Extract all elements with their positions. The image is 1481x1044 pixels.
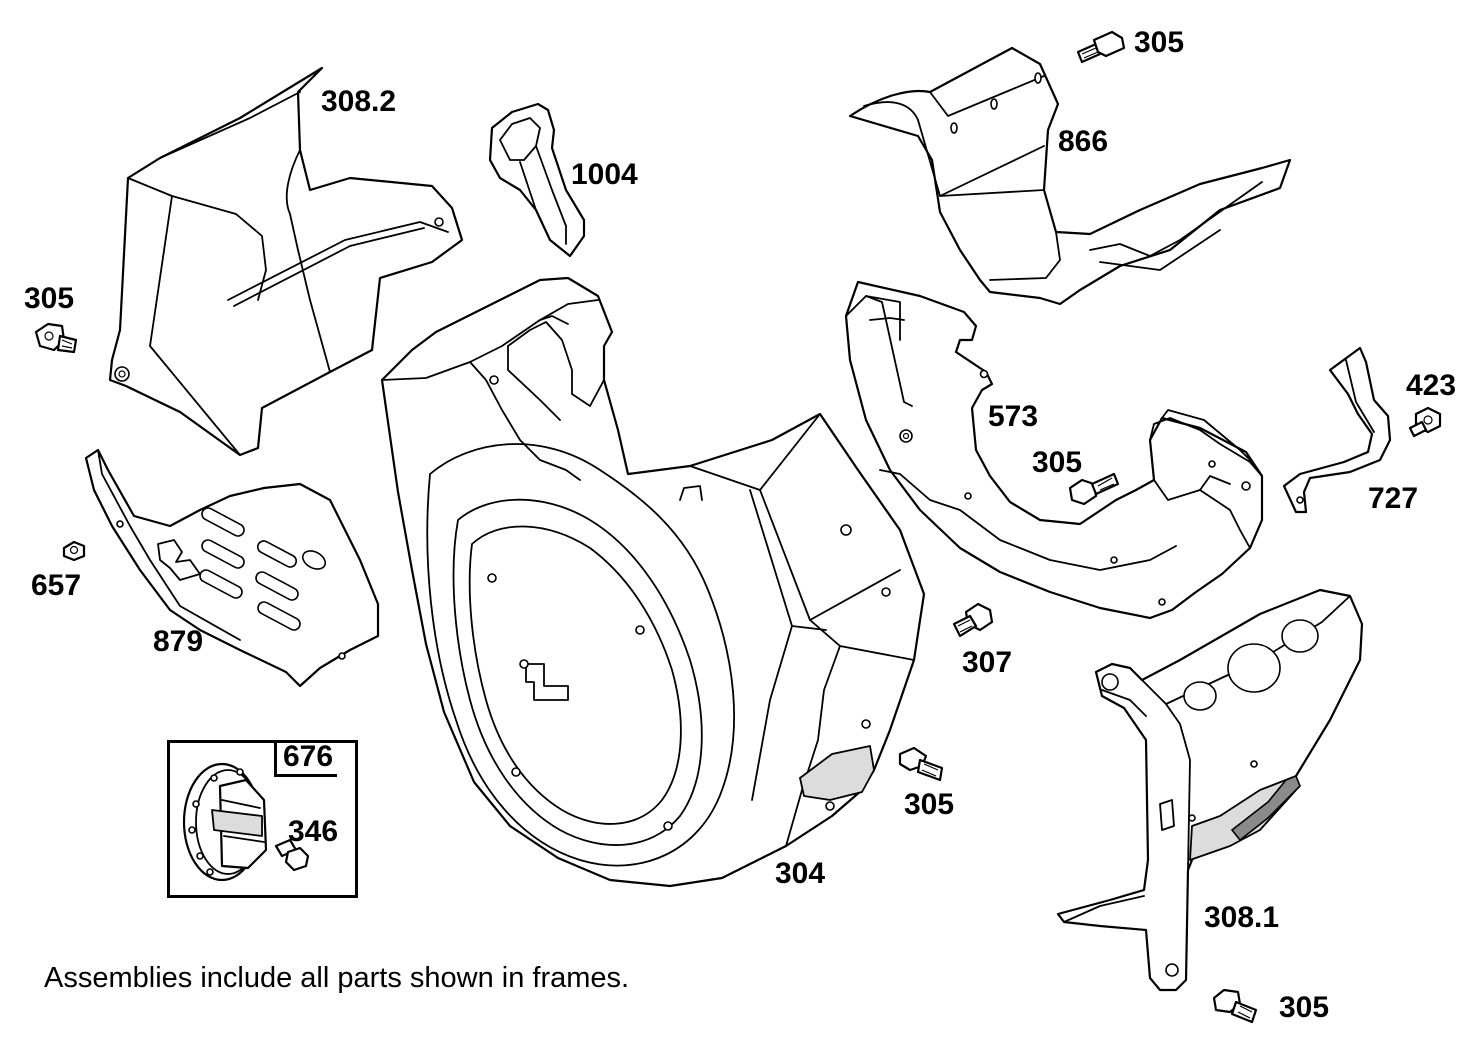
callout-866: 866 xyxy=(1058,125,1109,158)
callout-346: 346 xyxy=(288,815,339,848)
callout-305-center: 305 xyxy=(1032,446,1083,479)
part-866-shield xyxy=(848,46,1292,306)
callout-1004: 1004 xyxy=(571,158,638,191)
callout-305-bottom: 305 xyxy=(1279,991,1330,1024)
bolt-307 xyxy=(952,602,994,638)
callout-676: 676 xyxy=(274,740,338,777)
bolt-305-top xyxy=(1076,30,1126,64)
part-346-cap xyxy=(182,762,268,882)
bolt-346 xyxy=(274,838,310,872)
bolt-423 xyxy=(1408,406,1442,438)
callout-304: 304 xyxy=(775,857,826,890)
callout-305-lower-middle: 305 xyxy=(904,788,955,821)
callout-305-left: 305 xyxy=(24,282,75,315)
callout-727: 727 xyxy=(1368,482,1419,515)
bolt-305-center xyxy=(1068,472,1120,506)
part-727-bracket xyxy=(1282,346,1392,514)
callout-307: 307 xyxy=(962,646,1013,679)
part-879-plate xyxy=(84,448,380,688)
callout-308-2: 308.2 xyxy=(321,85,397,118)
part-1004-duct xyxy=(488,102,586,258)
callout-879: 879 xyxy=(153,625,204,658)
part-304-blower-housing xyxy=(380,276,926,888)
assembly-note: Assemblies include all parts shown in fr… xyxy=(44,962,630,994)
bolt-305-lower-middle xyxy=(898,746,944,782)
bolt-305-left xyxy=(34,322,78,354)
callout-657: 657 xyxy=(31,569,82,602)
callout-305-top: 305 xyxy=(1134,26,1185,59)
callout-423: 423 xyxy=(1406,369,1457,402)
bolt-305-bottom xyxy=(1212,988,1258,1024)
assembly-frame xyxy=(167,740,358,898)
callout-573: 573 xyxy=(988,400,1039,433)
bolt-657 xyxy=(62,540,86,562)
part-308-2-shroud xyxy=(108,66,464,457)
callout-308-1: 308.1 xyxy=(1204,901,1280,934)
part-308-1-shroud xyxy=(1056,588,1364,992)
part-573-curved-shield xyxy=(844,280,1264,620)
